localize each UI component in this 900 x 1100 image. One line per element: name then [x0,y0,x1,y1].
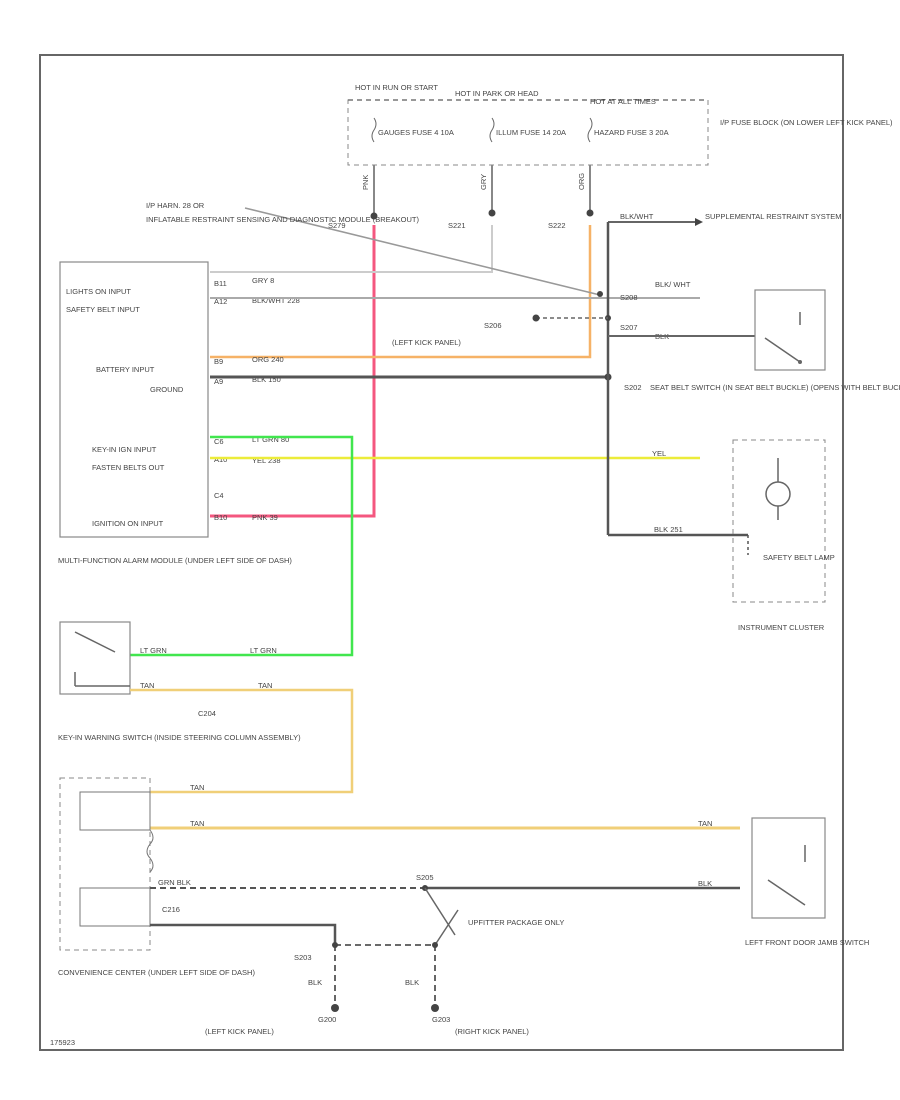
left-door-switch-box [751,817,826,919]
tan-wire [130,688,354,794]
splice-label-s203: S203 [294,953,312,962]
wire-tan-a: TAN [140,681,154,690]
pin-b10: B10 [214,513,227,522]
terminal-ignition: IGNITION ON INPUT [92,519,164,528]
terminal-key-in: KEY-IN IGN INPUT [92,445,157,454]
pin-b9: B9 [214,357,223,366]
figure-id: 175923 [50,1038,75,1047]
wire-tan-d: TAN [190,819,204,828]
splice-s279 [370,212,378,220]
terminal-safety-belt: SAFETY BELT INPUT [66,305,140,314]
safety-belt-lamp-icon [765,481,791,507]
mfam-box [59,261,209,538]
instrument-cluster-label: INSTRUMENT CLUSTER [738,623,825,632]
key-in-switch-box [59,621,131,695]
ip-harn-label: I/P HARN. 28 OR [146,201,205,210]
terminal-battery: BATTERY INPUT [96,365,155,374]
ground-g200 [331,1004,339,1012]
splice-label-s207: S207 [620,323,638,332]
wire-tan-c: TAN [190,783,204,792]
terminal-lights-on: LIGHTS ON INPUT [66,287,131,296]
pin-a9: A9 [214,377,223,386]
wire-blk-wht-short: BLK/ WHT [655,280,691,289]
splice-label-s221: S221 [448,221,466,230]
g203-label: G203 [432,1015,450,1024]
g200-label: G200 [318,1015,336,1024]
wire-blk-g200: BLK [308,978,322,987]
pin-a12: A12 [214,297,227,306]
uplevel-label: UPFITTER PACKAGE ONLY [468,918,564,927]
left-kick-panel-label: (LEFT KICK PANEL) [392,338,461,347]
fuse-hazard: HAZARD FUSE 3 20A [594,128,669,137]
wire-label-pnk: PNK [361,175,370,190]
fuse-gauges: GAUGES FUSE 4 10A [378,128,454,137]
wire-lt-grn-80: LT GRN 80 [252,435,289,444]
pink-wire [210,225,376,518]
convenience-center-box [59,777,151,951]
wire-lt-grn-b: LT GRN [250,646,277,655]
splice-s221 [488,209,496,217]
seat-belt-switch-label: SEAT BELT SWITCH (IN SEAT BELT BUCKLE) (… [650,383,900,392]
wire-label-gry: GRY [479,174,488,190]
wire-yel-ic: YEL [652,449,666,458]
wire-yel-238: YEL 238 [252,456,281,465]
splice-s222 [586,209,594,217]
fuse-illum: ILLUM FUSE 14 20A [496,128,566,137]
wire-blk-g203: BLK [405,978,419,987]
convenience-center-label: CONVENIENCE CENTER (UNDER LEFT SIDE OF D… [58,968,255,977]
wire-tan-e: TAN [698,819,712,828]
c204-label: C204 [198,709,216,718]
supplemental-label: SUPPLEMENTAL RESTRAINT SYSTEM [705,212,842,221]
wire-gry-8: GRY 8 [252,276,274,285]
wire-org-240: ORG 240 [252,355,284,364]
splice-label-s205: S205 [416,873,434,882]
airbag-module-label: INFLATABLE RESTRAINT SENSING AND DIAGNOS… [146,215,419,224]
gray-wire [210,225,493,273]
wire-tan-b: TAN [258,681,272,690]
wire-blk-wht: BLK/WHT [620,212,654,221]
fuse-hot-in-run: HOT IN RUN OR START [355,83,438,92]
left-kick-bottom-label: (LEFT KICK PANEL) [205,1027,274,1036]
c216-label: C216 [162,905,180,914]
safety-belt-lamp-label: SAFETY BELT LAMP [763,553,835,562]
wire-blk-251: BLK 251 [654,525,683,534]
fuse-hot-at-all: HOT AT ALL TIMES [590,97,656,106]
fuse-hot-in-park: HOT IN PARK OR HEAD [455,89,539,98]
wire-lt-grn-a: LT GRN [140,646,167,655]
green-wire [130,435,354,657]
pin-c4: C4 [214,491,224,500]
orange-wire [210,225,592,359]
fuse-symbols [371,117,593,143]
right-kick-bottom-label: (RIGHT KICK PANEL) [455,1027,529,1036]
wire-label-org: ORG [577,173,586,190]
pin-b11: B11 [214,279,227,288]
left-door-switch-label: LEFT FRONT DOOR JAMB SWITCH [745,938,869,947]
splice-label-s208: S208 [620,293,638,302]
s206-label: S206 [484,321,502,330]
wire-blk-door: BLK [698,879,712,888]
instrument-cluster-box [732,439,826,603]
wire-blk-wht-228: BLK/WHT 228 [252,296,300,305]
key-in-switch-label: KEY-IN WARNING SWITCH (INSIDE STEERING C… [58,733,301,742]
pin-a10: A10 [214,455,227,464]
mfam-label: MULTI-FUNCTION ALARM MODULE (UNDER LEFT … [58,556,292,565]
wire-grn-blk: GRN BLK [158,878,191,887]
wire-pnk-39: PNK 39 [252,513,278,522]
fuse-block-label: I/P FUSE BLOCK (ON LOWER LEFT KICK PANEL… [720,118,893,127]
seat-belt-switch-box [754,289,826,371]
wire-blk-150: BLK 150 [252,375,281,384]
terminal-fasten-belts: FASTEN BELTS OUT [92,463,165,472]
diagram-border [39,54,844,1051]
pin-c6: C6 [214,437,224,446]
splice-label-s279: S279 [328,221,346,230]
ground-g203 [431,1004,439,1012]
splice-label-s202: S202 [624,383,642,392]
terminal-ground: GROUND [150,385,184,394]
splice-label-s222: S222 [548,221,566,230]
